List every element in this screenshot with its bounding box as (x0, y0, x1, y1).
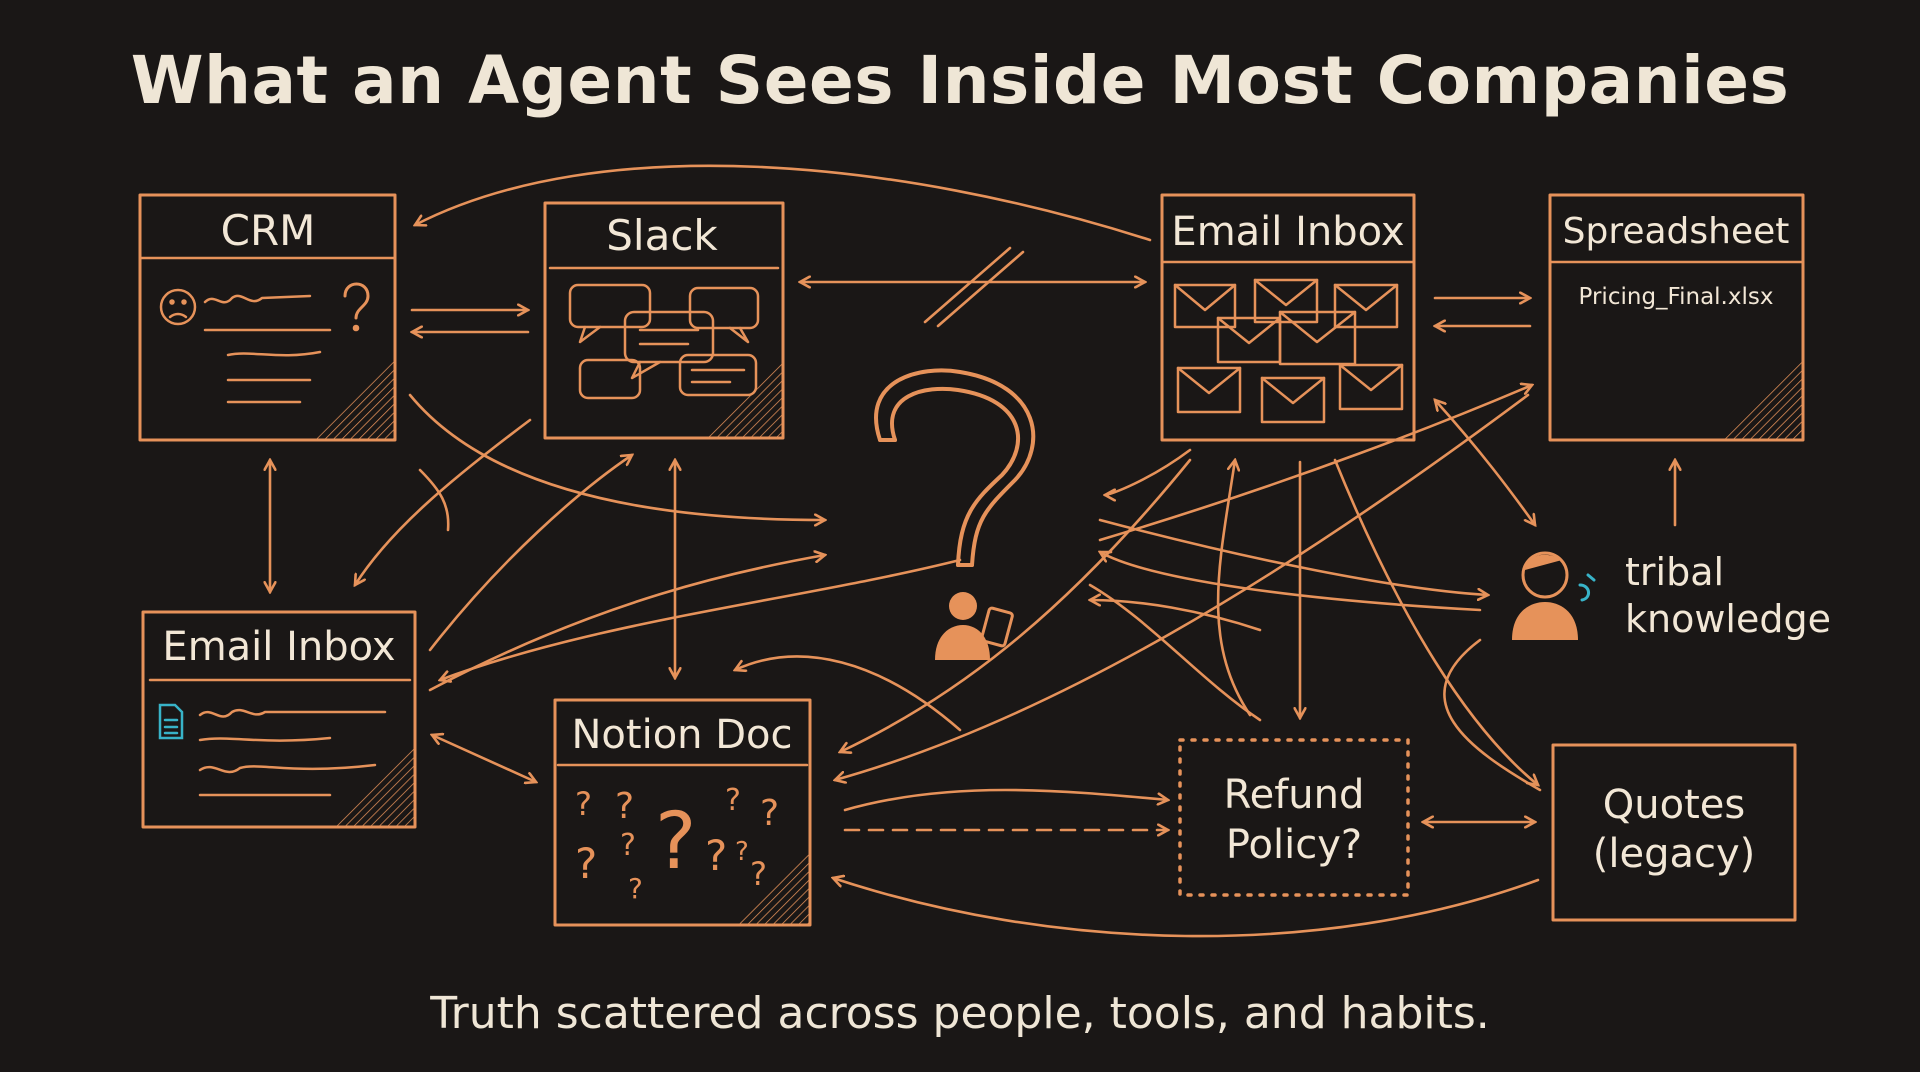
email-top-label: Email Inbox (1171, 209, 1404, 255)
edge-broken-link-2 (936, 250, 1025, 328)
edge-emailleft-to-slack (428, 455, 632, 652)
crm-scribbles (203, 294, 332, 404)
node-refund-policy: Refund Policy? (1178, 738, 1410, 897)
question-mark-icon (343, 282, 370, 332)
node-email-inbox-left: Email Inbox (141, 610, 417, 829)
document-icon (158, 703, 184, 740)
spreadsheet-label: Spreadsheet (1563, 211, 1790, 252)
edge-email-to-notion (840, 458, 1192, 752)
edge-refund-to-email (1216, 460, 1252, 717)
svg-text:?: ? (735, 837, 749, 867)
edge-email-to-quotes (1333, 458, 1538, 785)
email-left-scribbles (198, 708, 387, 797)
edge-sheet-to-notion (835, 393, 1530, 780)
node-crm: CRM (138, 193, 397, 442)
slack-label: Slack (606, 211, 718, 260)
svg-text:?: ? (655, 797, 696, 887)
tribal-line2: knowledge (1625, 597, 1831, 641)
edge-email-to-center (1105, 448, 1192, 495)
confused-face-icon (159, 288, 197, 326)
email-left-label: Email Inbox (162, 624, 395, 670)
svg-text:?: ? (705, 831, 727, 880)
quotes-line1: Quotes (1603, 782, 1745, 828)
edge-center-to-emailleft (440, 558, 962, 680)
svg-text:?: ? (615, 786, 634, 827)
edge-crm-to-center (408, 393, 825, 520)
person-icon (1512, 551, 1596, 640)
svg-text:?: ? (575, 785, 592, 823)
svg-text:?: ? (750, 855, 767, 893)
caption: Truth scattered across people, tools, an… (430, 988, 1490, 1039)
svg-text:?: ? (628, 872, 643, 905)
node-email-inbox-top: Email Inbox (1160, 193, 1416, 442)
edge-notion-to-refund (843, 788, 1168, 812)
tribal-line1: tribal (1625, 550, 1724, 594)
edge-center-to-sheet (1098, 385, 1532, 542)
node-slack: Slack (543, 201, 785, 440)
edge-email-to-crm (415, 164, 1152, 242)
svg-text:?: ? (620, 828, 636, 863)
agent-icon (935, 592, 1014, 660)
notion-label: Notion Doc (572, 712, 793, 758)
center-question-mark-icon (874, 368, 1036, 567)
edge-center-to-refund-2 (1090, 600, 1262, 632)
spreadsheet-filename: Pricing_Final.xlsx (1579, 284, 1774, 310)
edge-tribal-to-center (1100, 552, 1482, 612)
edge-refund-to-slack (735, 655, 962, 732)
page-title: What an Agent Sees Inside Most Companies (130, 42, 1790, 119)
connections (270, 164, 1675, 938)
edge-quotes-to-notion (833, 878, 1540, 938)
edge-center-to-tribal (1098, 518, 1488, 595)
node-notion-doc: Notion Doc ? ? ? ? ? ? ? ? ? ? ? (553, 698, 812, 927)
refund-line2: Policy? (1226, 822, 1362, 868)
edge-center-to-refund (1088, 583, 1262, 722)
edge-cross-mark (418, 468, 450, 532)
question-mark-icon: ? ? ? ? ? ? ? ? ? ? ? (575, 783, 779, 905)
node-quotes-legacy: Quotes (legacy) (1551, 743, 1797, 922)
edge-slack-to-emailleft (355, 418, 532, 585)
edge-broken-link-1 (923, 246, 1012, 324)
edge-email-to-tribal (1435, 400, 1535, 525)
edge-emailleft-to-center (428, 555, 825, 692)
svg-text:?: ? (760, 793, 779, 834)
svg-text:?: ? (575, 839, 597, 888)
chat-bubbles-icon (568, 283, 760, 400)
node-spreadsheet: Spreadsheet Pricing_Final.xlsx (1548, 193, 1805, 442)
svg-text:?: ? (725, 783, 741, 818)
envelope-icon (1173, 278, 1404, 424)
edge-tribal-to-quotes (1443, 638, 1542, 792)
quotes-line2: (legacy) (1593, 831, 1756, 877)
crm-label: CRM (221, 206, 316, 255)
edge-emailleft-notion (432, 735, 536, 782)
refund-line1: Refund (1224, 772, 1365, 818)
